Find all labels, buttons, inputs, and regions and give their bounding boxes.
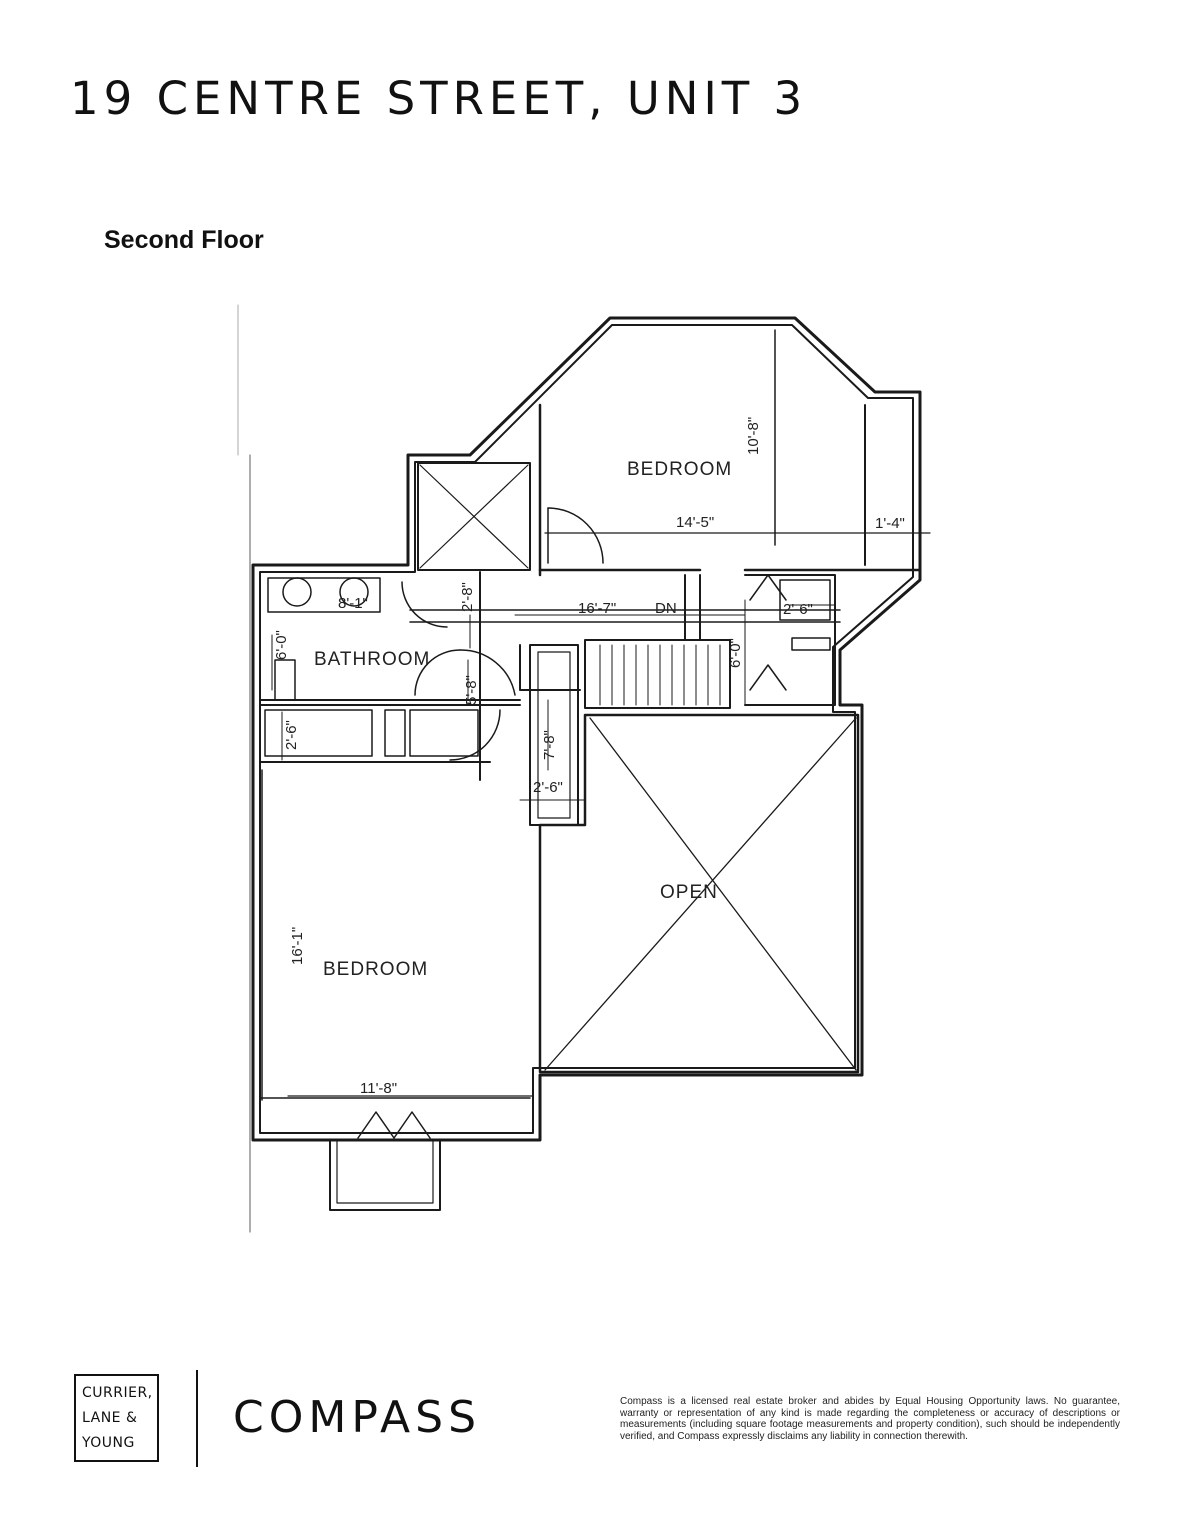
outer-wall xyxy=(251,316,922,1142)
dimension-label: 6'-0" xyxy=(273,630,290,660)
dimension-label: 1'-4" xyxy=(875,515,905,532)
dimension-label: 2'-6" xyxy=(283,720,300,750)
shaft xyxy=(417,462,531,571)
bathroom-wall xyxy=(259,699,521,706)
outer-wall-inner xyxy=(259,324,914,1134)
room-label-top-bedroom: BEDROOM xyxy=(627,459,732,480)
dimension-label: 10'-8" xyxy=(745,417,762,455)
currier-lane-young-logo: CURRIER, LANE & YOUNG xyxy=(74,1374,159,1462)
balcony-inner xyxy=(336,1139,434,1204)
sink xyxy=(339,577,369,607)
french-doors xyxy=(357,1111,431,1139)
dimension-labels: 14'-5" 10'-8" 1'-4" 16'-7" DN 2'-6" 6'-0… xyxy=(273,417,905,1097)
logo-line: LANE & xyxy=(82,1410,138,1426)
dimension-label: 6'-0" xyxy=(727,638,744,668)
dimension-label: 5'-8" xyxy=(463,675,480,705)
stair-wall xyxy=(684,574,701,641)
shaft-x xyxy=(419,464,529,569)
hall-wall xyxy=(519,644,581,691)
floor-subtitle: Second Floor xyxy=(104,226,264,254)
stair-treads xyxy=(599,644,721,706)
closet xyxy=(744,574,836,706)
legal-disclaimer: Compass is a licensed real estate broker… xyxy=(620,1396,1120,1442)
tub xyxy=(264,709,373,757)
logo-line: YOUNG xyxy=(82,1435,135,1451)
vanity xyxy=(267,577,381,613)
room-label-open: OPEN xyxy=(660,882,718,903)
closet-shelf xyxy=(791,637,831,651)
dimension-label: 8'-1" xyxy=(338,595,368,612)
closet xyxy=(409,709,479,757)
balcony xyxy=(329,1139,441,1211)
dimension-label: 11'-8" xyxy=(360,1080,397,1097)
sink xyxy=(282,577,312,607)
stair-outline xyxy=(584,639,731,709)
room-labels: BEDROOM BATHROOM OPEN BEDROOM xyxy=(314,459,732,980)
closet-shelf xyxy=(779,579,831,621)
dimension-label: 2'-6" xyxy=(533,779,563,796)
dimension-label: 2'-6" xyxy=(783,601,813,618)
hall-line xyxy=(409,609,841,623)
open-area xyxy=(538,713,860,1074)
room-label-bottom-bedroom: BEDROOM xyxy=(323,959,428,980)
dimension-label: 7'-8" xyxy=(541,730,558,760)
dimension-label: 16'-7" xyxy=(578,600,616,617)
footer-divider xyxy=(196,1370,198,1467)
door-swing xyxy=(414,649,461,696)
dim-line xyxy=(271,599,836,801)
door-swing xyxy=(459,649,516,696)
page-title: 19 CENTRE STREET, UNIT 3 xyxy=(70,72,808,125)
compass-logo: COMPASS xyxy=(233,1392,481,1443)
door-swing xyxy=(401,581,448,628)
dimension-label: 14'-5" xyxy=(676,514,714,531)
dimension-label: DN xyxy=(655,600,677,617)
dimension-label: 2'-8" xyxy=(459,582,476,612)
dimension-label: 16'-1" xyxy=(289,927,306,965)
logo-line: CURRIER, xyxy=(82,1385,153,1401)
open-x xyxy=(544,717,857,1071)
plan-walls xyxy=(237,304,931,1233)
toilet xyxy=(274,659,296,701)
room-label-bathroom: BATHROOM xyxy=(314,649,430,670)
door-swing xyxy=(449,709,501,761)
closet-column-inner xyxy=(537,651,571,819)
door-swing xyxy=(547,507,604,564)
shower xyxy=(384,709,406,757)
